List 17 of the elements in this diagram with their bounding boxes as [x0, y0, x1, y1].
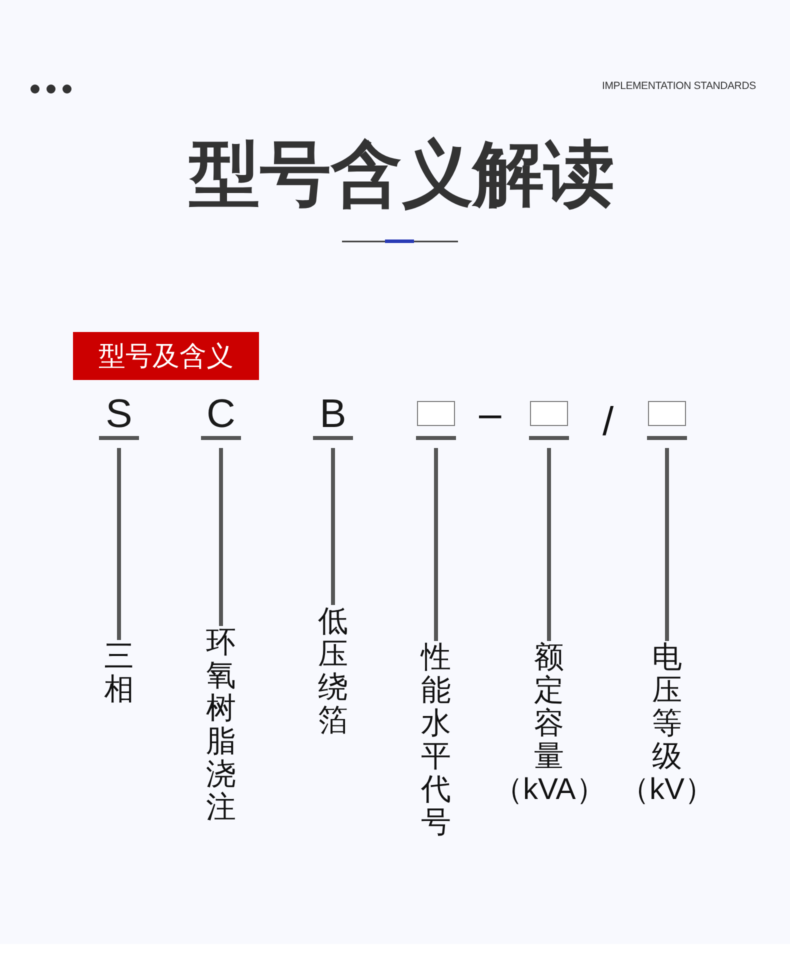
separator-dash: – [479, 394, 502, 434]
separator-slash: / [602, 402, 614, 442]
leader-line [331, 448, 335, 605]
meaning-text: 环氧树脂浇注 [201, 626, 241, 824]
leader-line [117, 448, 121, 640]
meaning-text: 低压绕箔 [313, 605, 353, 737]
meaning-text: 额定容量（kVA） [493, 641, 605, 806]
leader-line [547, 448, 551, 641]
leader-line [219, 448, 223, 626]
meaning-text: 三相 [99, 640, 139, 706]
header-text: IMPLEMENTATION STANDARDS [602, 79, 756, 93]
leader-line [665, 448, 669, 641]
section-tag: 型号及含义 [73, 332, 259, 380]
page-title: 型号含义解读 [189, 138, 615, 212]
meaning-text: 电压等级（kV） [611, 641, 723, 806]
meaning-text: 性能水平代号 [416, 641, 456, 839]
leader-line [434, 448, 438, 641]
